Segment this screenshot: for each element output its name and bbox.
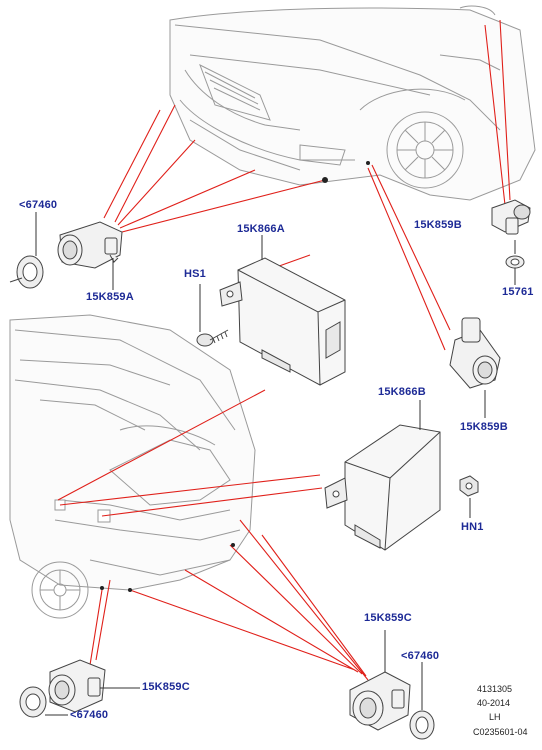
seal-rear-left xyxy=(19,686,47,718)
label-sensor-front-right-top: 15K859B xyxy=(414,219,462,231)
label-module-rear: 15K866B xyxy=(378,386,426,398)
seal-rear-center xyxy=(409,710,435,740)
rear-vehicle-illustration xyxy=(9,314,256,619)
sensor-front-right-side xyxy=(449,317,501,389)
label-nut: HN1 xyxy=(461,521,484,533)
label-sensor-rear-left: 15K859C xyxy=(142,681,190,693)
label-screw: HS1 xyxy=(184,268,206,280)
front-vehicle-illustration xyxy=(169,5,536,201)
module-rear xyxy=(324,424,441,551)
label-seal-front-left: <67460 xyxy=(19,199,58,211)
label-grommet: 15761 xyxy=(502,286,534,298)
reference-date: 40-2014 xyxy=(477,698,511,708)
label-module-front: 15K866A xyxy=(237,223,285,235)
nut xyxy=(459,475,479,497)
module-front xyxy=(219,257,346,386)
label-seal-rear-left: <67460 xyxy=(70,709,109,721)
seal-front-left xyxy=(9,255,44,289)
label-sensor-front-left: 15K859A xyxy=(86,291,134,303)
reference-side: LH xyxy=(489,712,501,722)
location-markers xyxy=(100,161,370,592)
screw xyxy=(196,329,229,347)
sensor-front-right-top xyxy=(491,199,531,235)
label-seal-rear-center: <67460 xyxy=(401,650,440,662)
reference-code: C0235601-04 xyxy=(473,727,528,737)
label-sensor-rear-center: 15K859C xyxy=(364,612,412,624)
sensor-rear-center xyxy=(349,671,411,731)
sensor-front-left xyxy=(57,221,123,269)
label-sensor-front-right-side: 15K859B xyxy=(460,421,508,433)
reference-number: 4131305 xyxy=(477,684,513,694)
grommet xyxy=(505,255,525,269)
sensor-rear-left xyxy=(48,659,106,713)
